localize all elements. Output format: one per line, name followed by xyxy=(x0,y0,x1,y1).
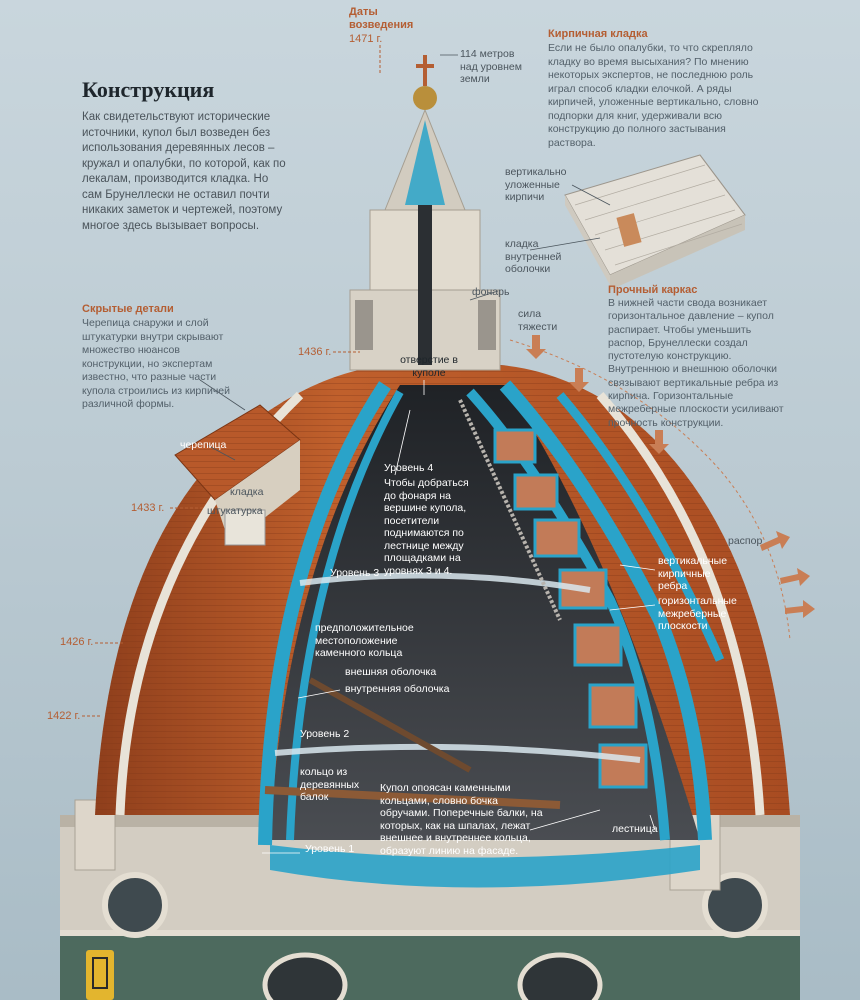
intro-text: Как свидетельствуют исторические источни… xyxy=(82,111,286,232)
label-inner-shell: внутренняя оболочка xyxy=(345,683,450,695)
brick-detail-illustration xyxy=(564,154,746,290)
hidden-details-text: Черепица снаружи и слой штукатурки внутр… xyxy=(82,317,230,410)
label-plaster: штукатурка xyxy=(207,505,263,517)
label-inner-masonry: кладка внутренней оболочки xyxy=(505,238,562,275)
dates-heading: Даты возведения xyxy=(349,6,414,31)
label-level3: Уровень 3 xyxy=(330,567,380,579)
oculus-window-left xyxy=(102,872,168,938)
hidden-details-heading: Скрытые детали xyxy=(82,303,174,315)
date-1422: 1422 г. xyxy=(47,710,81,722)
label-tile: черепица xyxy=(180,439,227,451)
frame-heading: Прочный каркас xyxy=(608,284,698,296)
label-wood-ring: кольцо из деревянных балок xyxy=(300,766,360,803)
label-masonry: кладка xyxy=(230,486,264,498)
brickwork-heading: Кирпичная кладка xyxy=(548,28,648,40)
date-1433: 1433 г. xyxy=(131,502,165,514)
thrust-arrows xyxy=(526,335,815,618)
label-level4: Уровень 4 xyxy=(384,462,434,474)
label-level2: Уровень 2 xyxy=(300,728,350,740)
date-1471: 1471 г. xyxy=(349,33,383,45)
height-note: 114 метров над уровнем земли xyxy=(460,48,522,85)
label-lantern: фонарь xyxy=(472,286,510,298)
label-gravity: сила тяжести xyxy=(518,308,558,333)
date-1436: 1436 г. xyxy=(298,346,332,358)
label-horizontal-planes: горизонтальные межреберные плоскости xyxy=(658,595,737,632)
rings-text: Купол опоясан каменными кольцами, словно… xyxy=(380,782,543,857)
lantern xyxy=(349,55,501,371)
label-vertical-ribs: вертикальные кирпичные ребра xyxy=(658,555,728,592)
outer-shell-right xyxy=(499,380,712,841)
frame-text: В нижней части свода возникает горизонта… xyxy=(608,297,784,429)
outer-shell-left xyxy=(258,381,391,846)
label-thrust: распор xyxy=(728,535,763,547)
level4-text: Чтобы добраться до фонаря на вершине куп… xyxy=(384,477,469,577)
magazine-tab-icon xyxy=(86,950,114,1000)
label-opening: отверстие в куполе xyxy=(400,354,458,379)
date-ticks xyxy=(82,45,381,717)
label-level1: Уровень 1 xyxy=(305,843,355,855)
brickwork-text: Если не было опалубки, то что скрепляло … xyxy=(548,42,759,149)
date-1426: 1426 г. xyxy=(60,636,94,648)
label-vertical-bricks: вертикально уложенные кирпичи xyxy=(505,166,567,203)
label-outer-shell: внешняя оболочка xyxy=(345,666,437,678)
tile-cutaway xyxy=(174,404,301,546)
label-stairs: лестница xyxy=(612,823,658,835)
page-title: Конструкция xyxy=(82,77,215,102)
label-stone-ring: предположительное местоположение каменно… xyxy=(315,622,414,659)
drum xyxy=(60,799,800,1000)
